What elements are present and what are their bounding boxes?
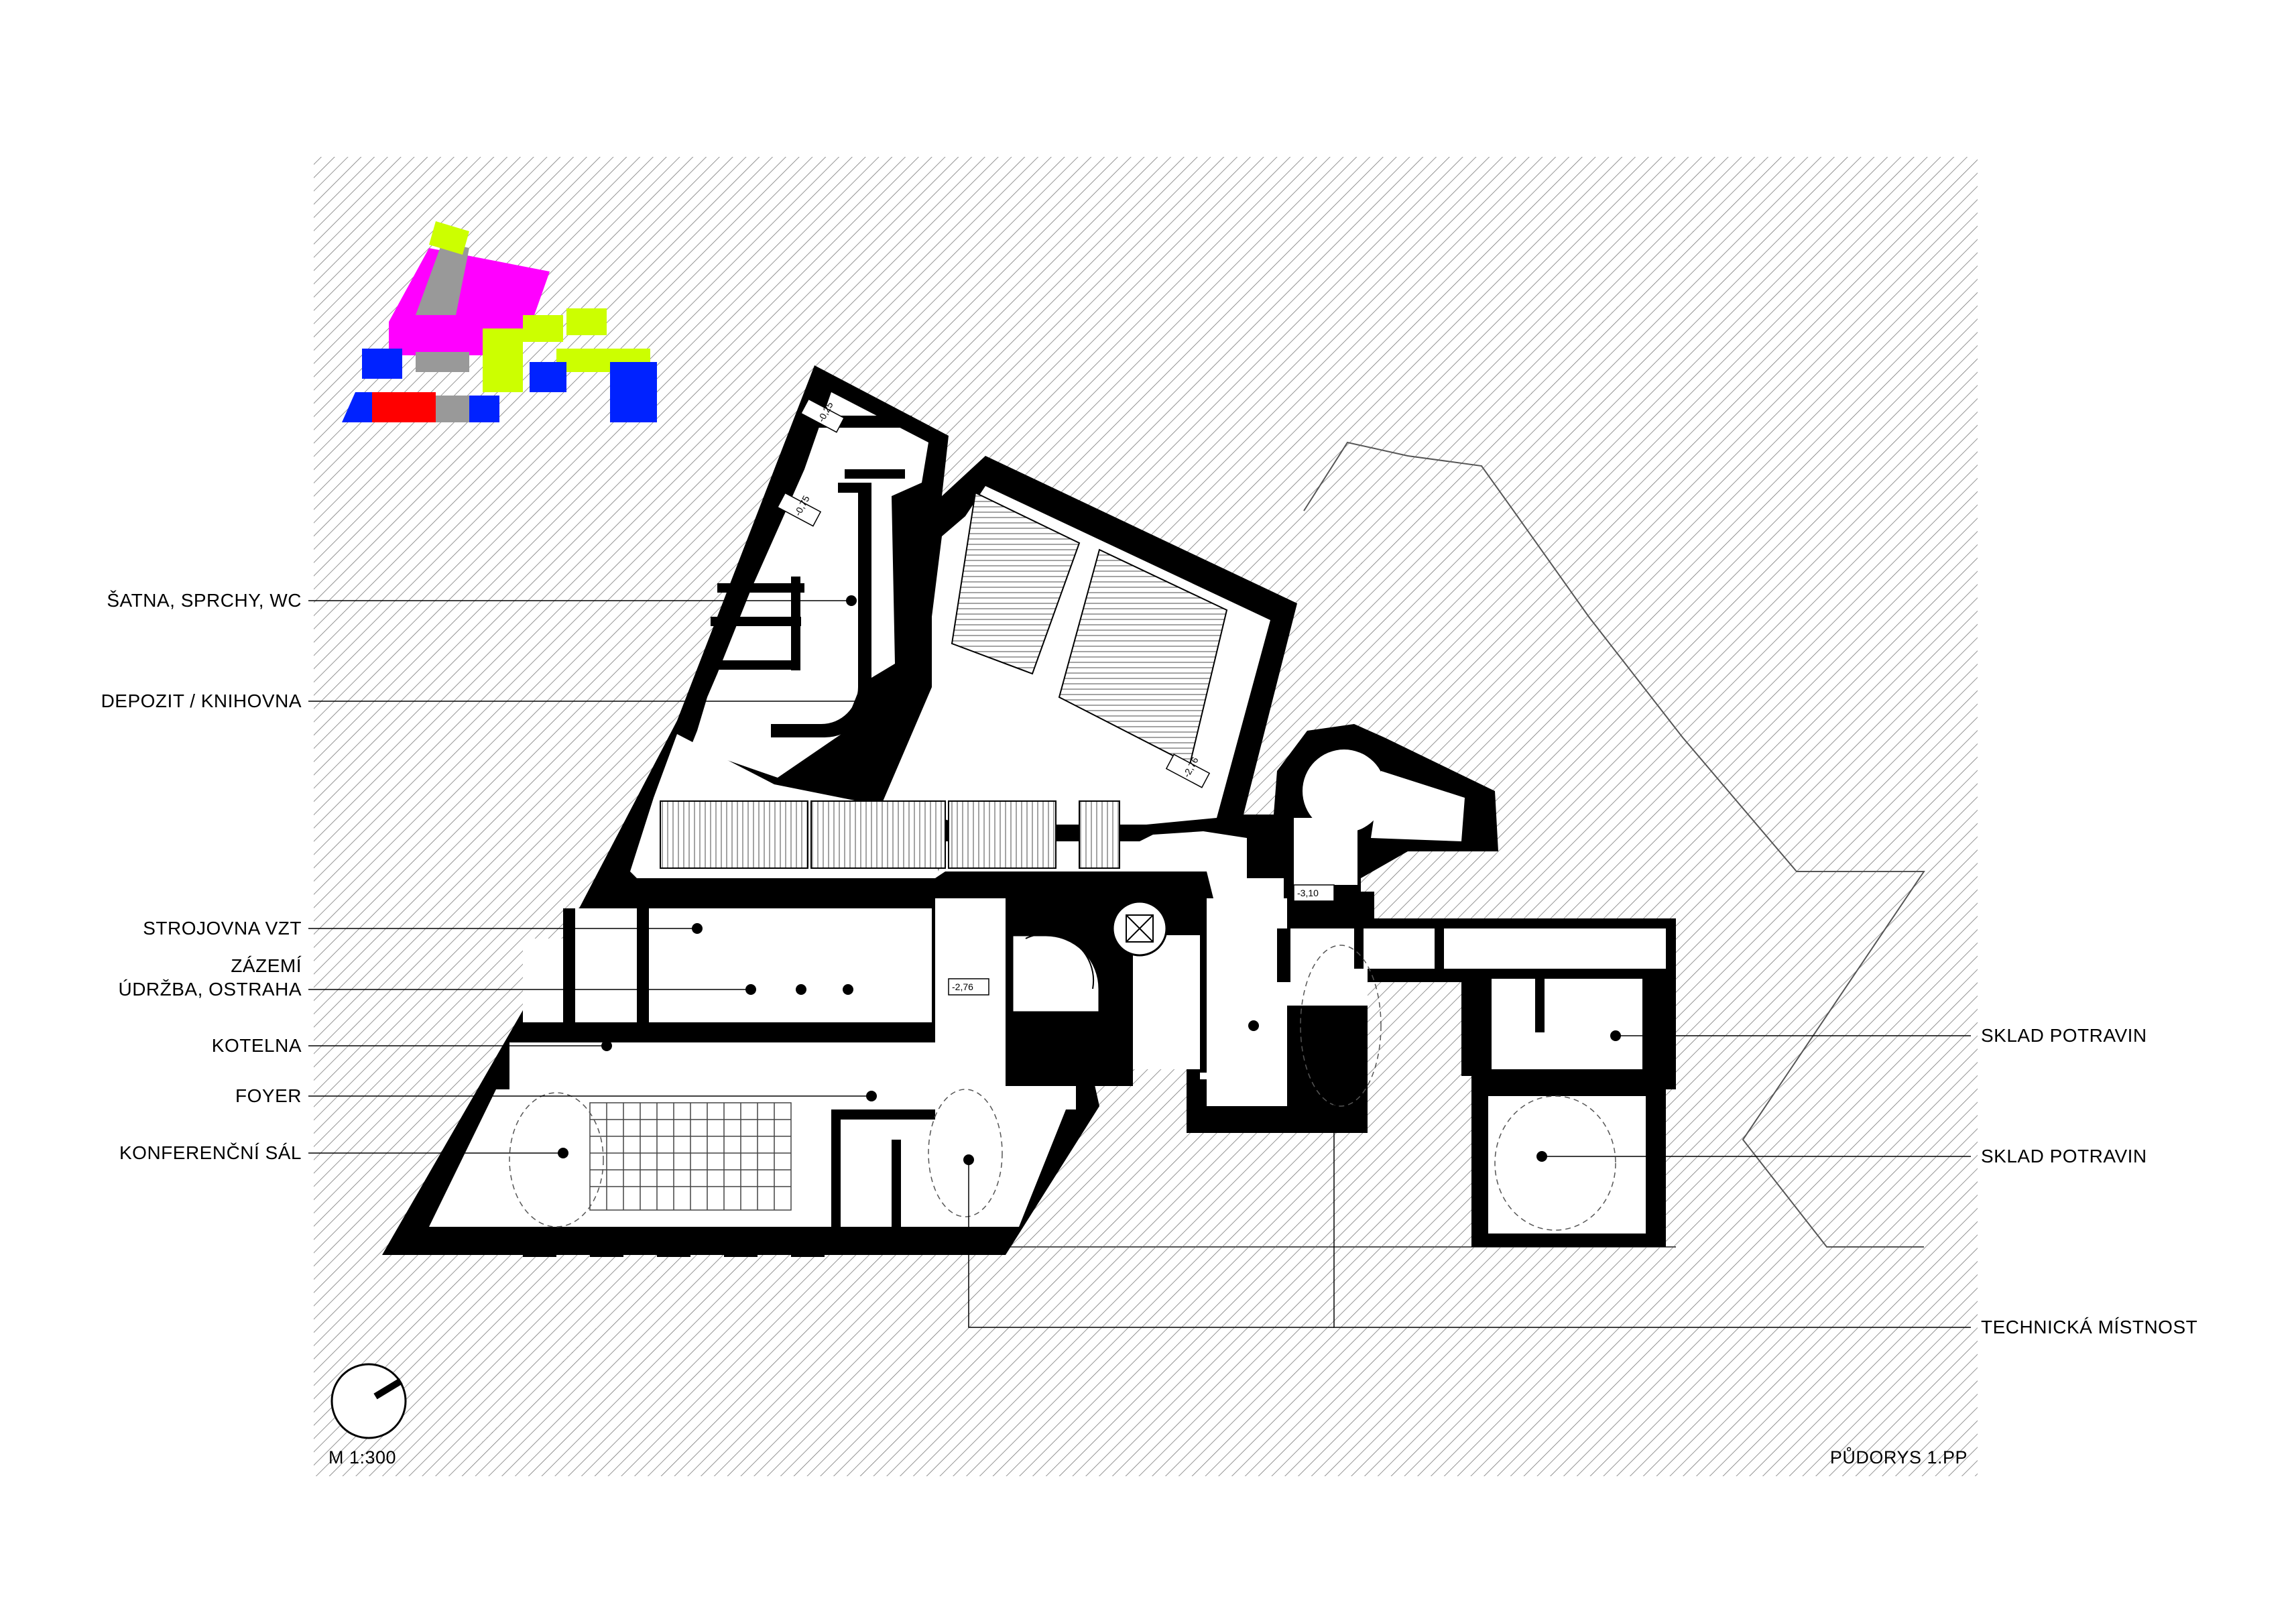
label-technicka: TECHNICKÁ MÍSTNOST (1981, 1317, 2198, 1337)
label-konferencni: KONFERENČNÍ SÁL (119, 1142, 302, 1163)
label-strojovna: STROJOVNA VZT (143, 918, 302, 939)
key-lime-3 (523, 315, 563, 342)
label-kotelna: KOTELNA (211, 1035, 302, 1056)
sheet-title: PŮDORYS 1.PP (1829, 1447, 1968, 1467)
key-blue-2 (530, 362, 566, 392)
key-blue-1 (362, 349, 402, 379)
vault-lines (509, 945, 1616, 1231)
key-grey-2 (416, 352, 469, 372)
level-marks (776, 398, 1335, 996)
scale-label: M 1:300 (328, 1447, 397, 1467)
curved-wall (771, 483, 871, 737)
north-arrow-icon (330, 1363, 407, 1439)
label-zazemi-1: ZÁZEMÍ (231, 955, 302, 976)
leader-lines (308, 600, 1971, 1328)
depot-stacks (660, 491, 1228, 869)
central-stair (1011, 900, 1168, 1014)
label-zazemi-2: ÚDRŽBA, OSTRAHA (118, 979, 302, 1000)
label-depozit: DEPOZIT / KNIHOVNA (101, 690, 302, 711)
key-lime-5 (566, 308, 607, 335)
key-blue-5 (469, 396, 499, 422)
conference-seating (589, 1102, 792, 1211)
key-blue-4 (342, 392, 375, 422)
level-mark-5: -3,10 (1297, 888, 1319, 898)
level-mark-4: -2,76 (952, 981, 973, 992)
key-blue-3 (610, 362, 657, 422)
label-satna: ŠATNA, SPRCHY, WC (107, 590, 302, 611)
room-dots (558, 595, 1621, 1165)
label-foyer: FOYER (235, 1085, 302, 1106)
key-lime (429, 221, 469, 255)
label-sklad-2: SKLAD POTRAVIN (1981, 1146, 2147, 1166)
label-sklad-1: SKLAD POTRAVIN (1981, 1025, 2147, 1046)
key-grey (416, 241, 469, 315)
location-key (342, 221, 657, 422)
key-red (372, 392, 436, 422)
key-lime-2 (483, 328, 523, 392)
